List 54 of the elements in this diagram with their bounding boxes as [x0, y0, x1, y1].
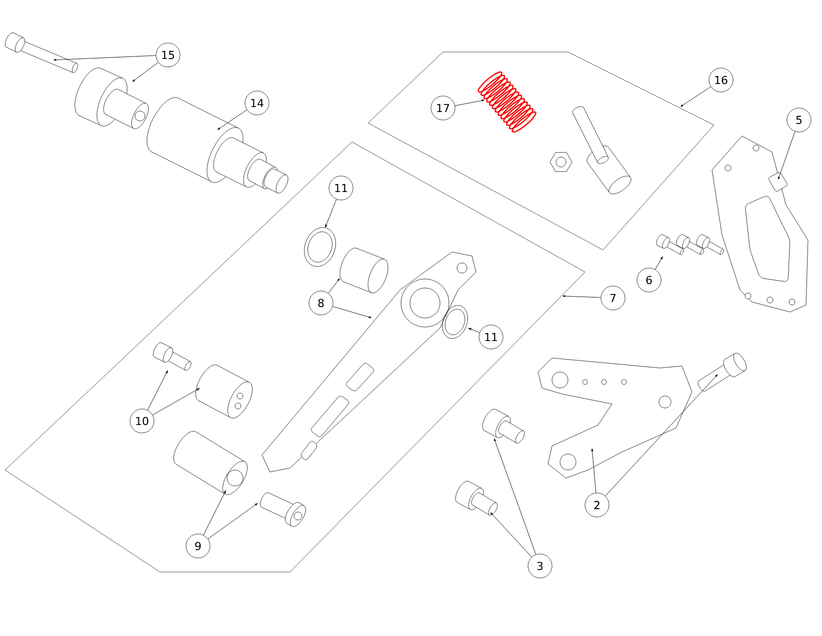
bolt-drawing: [482, 408, 525, 444]
callout-number: 15: [156, 42, 180, 68]
callout-number: 10: [130, 408, 154, 434]
callout-number: 16: [708, 68, 734, 92]
leader-line: [54, 55, 156, 61]
lever-drawing: [538, 358, 692, 478]
washer-drawing: [304, 227, 336, 267]
washer-drawing: [442, 305, 468, 339]
leader-line: [152, 388, 200, 416]
shaft-drawing: [146, 97, 288, 194]
callout-number: 5: [786, 108, 812, 132]
bolt-drawing: [455, 480, 498, 516]
callout-number: 17: [430, 96, 456, 120]
bushing-drawing: [340, 248, 388, 294]
leader-line: [778, 131, 796, 180]
spring-drawing: [478, 71, 536, 133]
leader-line: [328, 278, 340, 294]
leader-line: [605, 374, 718, 496]
spacer-drawing: [174, 430, 248, 495]
spacer-drawing: [196, 364, 252, 418]
leader-line: [680, 86, 711, 107]
spacer-drawing: [74, 68, 149, 130]
leader-line: [217, 110, 248, 130]
leader-line: [325, 199, 337, 228]
leader-line: [490, 512, 532, 558]
callout-number: 8: [308, 290, 334, 316]
callout-number: 7: [600, 286, 626, 310]
pin-drawing: [698, 352, 747, 392]
panel-outline: [368, 52, 714, 250]
leader-line: [494, 438, 536, 555]
callout-number: 14: [244, 90, 270, 116]
callout-number: 6: [636, 268, 662, 292]
leader-line: [147, 370, 168, 410]
callout-number: 11: [328, 176, 354, 200]
leader-line: [562, 295, 601, 298]
bolts-drawing: [656, 234, 724, 255]
leader-line: [454, 100, 484, 106]
leader-line: [203, 490, 226, 536]
leader-line: [132, 62, 158, 82]
leader-line: [654, 256, 663, 270]
callout-number: 11: [478, 324, 504, 350]
leader-line: [332, 306, 372, 318]
callout-number: 9: [186, 534, 210, 558]
leader-line: [208, 503, 258, 540]
callout-number: 2: [584, 492, 610, 518]
bolt-drawing: [153, 342, 192, 371]
leader-line: [468, 328, 480, 333]
callout-number: 3: [528, 554, 552, 578]
bracket-drawing: [712, 136, 808, 312]
leader-line: [591, 448, 596, 494]
panel-outline: [4, 142, 586, 572]
lever-arm-drawing: [262, 252, 476, 472]
bolt-drawing: [260, 492, 306, 527]
bolt-drawing: [5, 32, 78, 73]
